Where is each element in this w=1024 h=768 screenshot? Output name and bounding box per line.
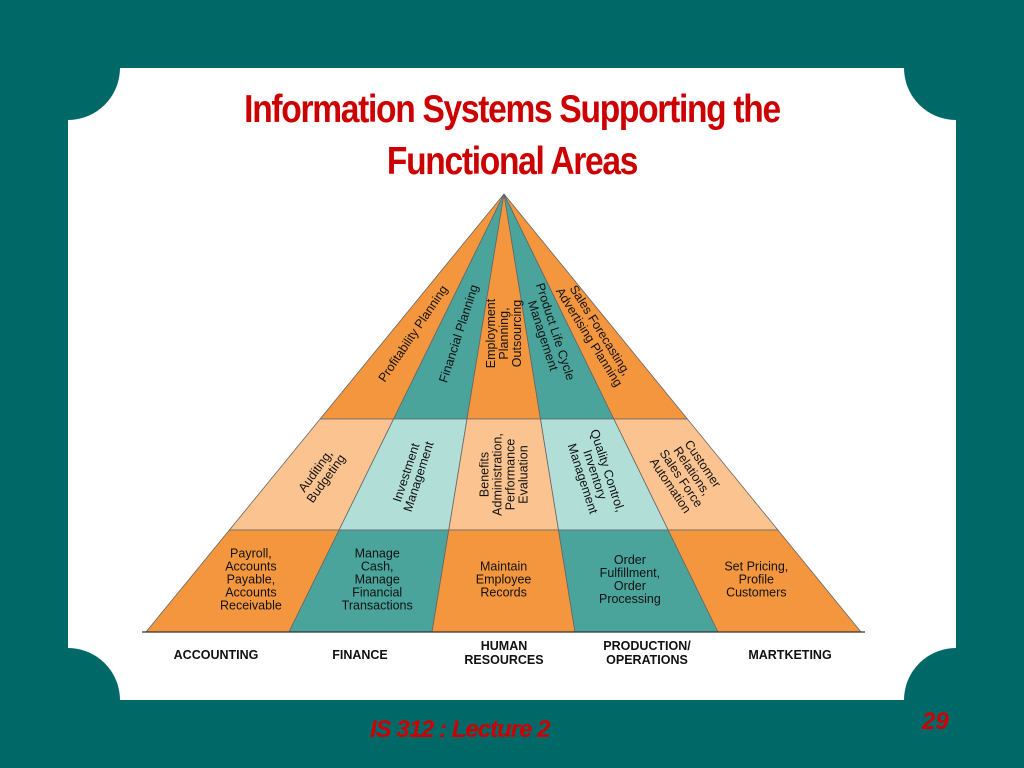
label-line: Receivable (220, 598, 282, 612)
area-label-production: PRODUCTION/OPERATIONS (603, 639, 691, 667)
label-line: Administration, (491, 433, 505, 516)
corner-notch (16, 648, 120, 752)
top-tier-label-hr: EmploymentPlanning,Outsourcing (484, 298, 524, 368)
corner-notch (904, 648, 1008, 752)
label-line: OPERATIONS (606, 653, 688, 667)
label-line: Manage (355, 546, 400, 560)
label-line: Customers (726, 585, 786, 599)
middle-tier-label-hr: BenefitsAdministration,PerformanceEvalua… (478, 433, 531, 516)
label-line: MARTKETING (748, 648, 831, 662)
page-number: 29 (922, 708, 949, 735)
label-line: Processing (599, 592, 661, 606)
area-label-marketing: MARTKETING (748, 648, 831, 662)
label-line: PRODUCTION/ (603, 639, 691, 653)
label-line: Accounts (225, 559, 276, 573)
label-line: Set Pricing, (724, 559, 788, 573)
label-line: Manage (355, 572, 400, 586)
label-line: HUMAN (481, 639, 528, 653)
label-line: Profile (739, 572, 774, 586)
label-line: Payable, (227, 572, 276, 586)
label-line: Employment (484, 298, 498, 368)
label-line: Cash, (361, 559, 394, 573)
label-line: Employee (476, 572, 532, 586)
label-line: Performance (504, 439, 518, 511)
label-line: Outsourcing (510, 300, 524, 367)
label-line: Payroll, (230, 546, 272, 560)
slide-title: Information Systems Supporting the Funct… (192, 84, 832, 188)
title-line: Functional Areas (386, 140, 639, 183)
middle-tier-label-hr-text: BenefitsAdministration,PerformanceEvalua… (478, 433, 531, 516)
top-tier-label-hr-text: EmploymentPlanning,Outsourcing (484, 298, 524, 368)
label-line: Order (614, 553, 646, 567)
corner-notch (16, 16, 120, 120)
label-line: Benefits (478, 452, 492, 497)
label-line: ACCOUNTING (174, 648, 259, 662)
area-label-accounting: ACCOUNTING (174, 648, 259, 662)
title-line: Information Systems Supporting the (244, 88, 781, 131)
label-line: Financial (352, 585, 402, 599)
area-label-finance: FINANCE (332, 648, 388, 662)
label-line: Planning, (497, 307, 511, 359)
label-line: FINANCE (332, 648, 388, 662)
label-line: Accounts (225, 585, 276, 599)
corner-notch (904, 16, 1008, 120)
label-line: Order (614, 579, 646, 593)
label-line: RESOURCES (464, 653, 543, 667)
label-line: Evaluation (517, 445, 531, 503)
label-line: Fulfillment, (600, 566, 660, 580)
label-line: Maintain (480, 559, 527, 573)
label-line: Transactions (342, 598, 413, 612)
course-label: IS 312 : Lecture 2 (370, 716, 550, 743)
label-line: Records (480, 585, 527, 599)
